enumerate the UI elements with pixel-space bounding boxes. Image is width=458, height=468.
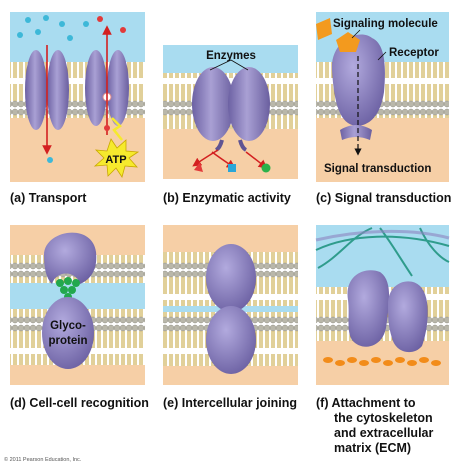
channel-protein	[25, 50, 69, 130]
glycoprotein-label-line1: Glyco-	[50, 320, 86, 332]
substrate-triangle-icon	[194, 162, 203, 172]
enzymes-pointer-line-2	[230, 59, 249, 71]
carrier-protein	[85, 50, 129, 126]
solute-red-dots	[97, 16, 126, 131]
integrin-protein-left	[347, 270, 390, 347]
enzymes-label: Enzymes	[206, 50, 256, 62]
panel-b-extracellular	[163, 45, 298, 73]
product-circle-icon	[261, 163, 271, 173]
receptor-pointer-line	[377, 51, 387, 61]
caption-f-line1: (f) Attachment to	[316, 396, 416, 410]
atp-starburst-icon	[93, 138, 140, 178]
glycoprotein-label-line2: protein	[49, 335, 88, 347]
caption-e: (e) Intercellular joining	[163, 396, 298, 410]
junction-protein-bottom	[206, 306, 256, 374]
cytoskeleton-filament-icon	[323, 357, 441, 366]
glycoprotein	[42, 297, 94, 369]
panel-d-recognition: Glyco- protein	[10, 225, 145, 385]
caption-f-line3: and extracellular	[334, 426, 434, 440]
panel-d-cytoplasm-bottom	[10, 365, 145, 385]
panel-e-cytoplasm-bottom	[163, 366, 298, 385]
signaling-molecule-icon-2	[316, 18, 332, 40]
atp-lightning-icon	[111, 117, 123, 141]
caption-b: (b) Enzymatic activity	[163, 191, 291, 205]
intermediate-square-icon	[228, 164, 236, 172]
integrin-protein-right	[388, 281, 428, 353]
caption-d: (d) Cell-cell recognition	[10, 396, 149, 410]
signaling-molecule-icon	[336, 32, 360, 52]
caption-a: (a) Transport	[10, 191, 87, 205]
junction-protein-top	[206, 244, 256, 312]
caption-f-line2: the cytoskeleton	[334, 411, 433, 425]
panel-c-cytoplasm	[316, 118, 449, 182]
solute-dot-icon	[17, 15, 89, 163]
caption-c: (c) Signal transduction	[316, 191, 452, 205]
panel-b-enzymatic: Enzymes	[163, 45, 298, 179]
signaling-molecule-label: Signaling molecule	[333, 18, 438, 30]
enzyme-proteins	[192, 67, 270, 152]
atp-label: ATP	[105, 154, 126, 166]
recognition-protein	[44, 232, 97, 284]
receptor-label: Receptor	[389, 47, 439, 59]
panel-a-transport: ATP	[10, 12, 145, 182]
enzymes-pointer-line	[209, 59, 232, 71]
ecm-fiber-purple	[315, 229, 450, 242]
panel-f-attachment	[315, 225, 450, 385]
caption-f-line4: matrix (ECM)	[334, 441, 412, 455]
signal-transduction-label: Signal transduction	[324, 163, 431, 175]
panel-c-signal: Signaling molecule Receptor Signal trans…	[316, 12, 449, 182]
signaling-pointer-line	[351, 29, 361, 39]
panel-e-joining	[163, 225, 298, 385]
copyright-notice: © 2011 Pearson Education, Inc.	[4, 457, 82, 463]
